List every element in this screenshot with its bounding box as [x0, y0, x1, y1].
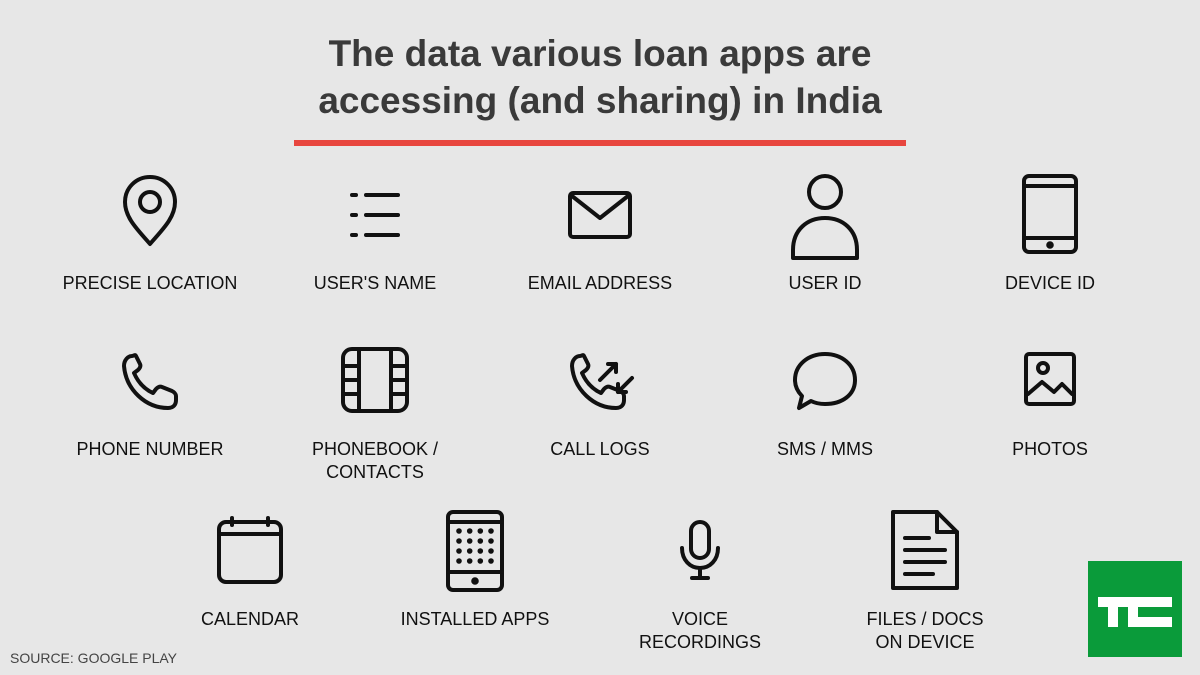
contacts-book-icon [335, 332, 415, 428]
title-line-1: The data various loan apps are [328, 33, 872, 74]
source-note: SOURCE: GOOGLE PLAY [10, 650, 178, 666]
microphone-icon [660, 502, 740, 598]
chat-bubble-icon [785, 332, 865, 428]
phone-handset-icon [110, 332, 190, 428]
item-label: DEVICE ID [1004, 273, 1096, 293]
call-log-icon [560, 332, 640, 428]
list-icon [335, 166, 415, 262]
app-grid-phone-icon [435, 502, 515, 598]
item-label: FILES / DOCS ON DEVICE [866, 609, 984, 652]
item-label: PRECISE LOCATION [62, 273, 238, 293]
item-label: CALL LOGS [550, 439, 650, 459]
item-label: PHOTOS [1012, 439, 1088, 459]
calendar-icon [210, 502, 290, 598]
page-title: The data various loan apps are accessing… [0, 30, 1200, 124]
techcrunch-logo [1088, 561, 1182, 657]
item-label: CALENDAR [200, 609, 300, 629]
item-label: USER'S NAME [313, 273, 437, 293]
phone-device-icon [1010, 166, 1090, 262]
image-icon [1010, 332, 1090, 428]
location-pin-icon [110, 166, 190, 262]
item-label: PHONE NUMBER [76, 439, 224, 459]
person-icon [785, 166, 865, 262]
item-label: EMAIL ADDRESS [527, 273, 673, 293]
item-label: SMS / MMS [776, 439, 873, 459]
title-line-2: accessing (and sharing) in India [318, 80, 882, 121]
envelope-icon [560, 166, 640, 262]
document-icon [885, 502, 965, 598]
item-label: INSTALLED APPS [400, 609, 550, 629]
title-underline [294, 140, 906, 146]
item-label: PHONEBOOK / CONTACTS [311, 439, 439, 482]
item-label: USER ID [788, 273, 862, 293]
item-label: VOICE RECORDINGS [638, 609, 761, 652]
